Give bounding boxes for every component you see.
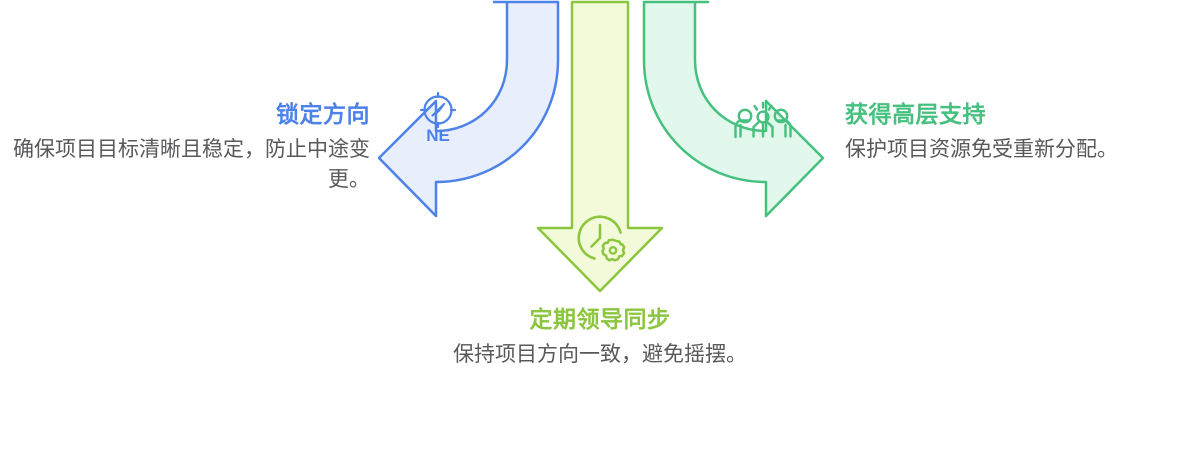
branch-body-regular-sync: 保持项目方向一致，避免摇摆。	[453, 342, 747, 366]
branch-label-regular-sync: 定期领导同步 保持项目方向一致，避免摇摆。	[420, 305, 780, 370]
compass-bearing-label: NE	[426, 126, 450, 145]
branch-label-executive-support: 获得高层支持 保护项目资源免受重新分配。	[845, 100, 1200, 165]
clock-gear-icon	[577, 215, 626, 262]
branch-body-lock-direction: 确保项目目标清晰且稳定，防止中途变更。	[13, 137, 370, 192]
branch-heading-regular-sync: 定期领导同步	[529, 306, 671, 332]
compass-icon	[419, 91, 457, 129]
branch-body-executive-support: 保护项目资源免受重新分配。	[845, 137, 1118, 161]
branch-heading-lock-direction: 锁定方向	[276, 101, 370, 127]
arrow-shape-middle	[536, 0, 664, 293]
branch-label-lock-direction: 锁定方向 确保项目目标清晰且稳定，防止中途变更。	[0, 100, 370, 196]
branch-heading-executive-support: 获得高层支持	[845, 101, 986, 127]
arrow-shape-right	[642, 0, 825, 218]
people-celebrate-icon	[734, 101, 792, 139]
arrow-lock-direction	[377, 0, 560, 218]
arrow-shape-left	[377, 0, 560, 218]
arrow-executive-support	[642, 0, 825, 218]
arrow-regular-sync	[536, 0, 664, 293]
